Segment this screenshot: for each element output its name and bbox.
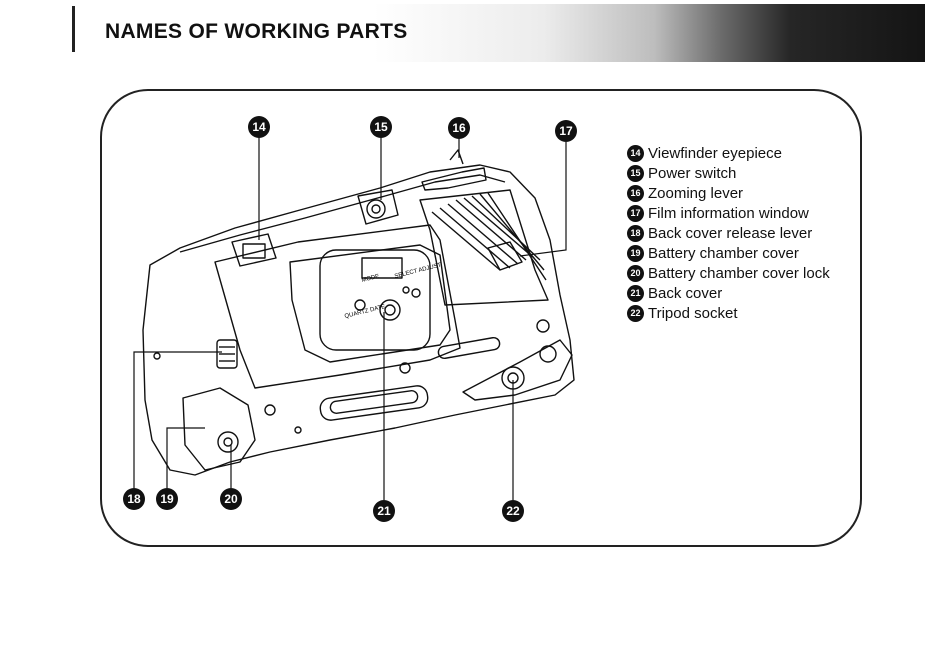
camera-body <box>143 165 574 475</box>
battery-chamber <box>183 388 255 470</box>
leader-18 <box>134 352 222 488</box>
legend-label: Back cover release lever <box>648 225 812 242</box>
callout-18: 18 <box>123 488 145 510</box>
bottom-slot-2 <box>437 337 500 360</box>
legend-badge: 22 <box>627 305 644 322</box>
legend-label: Back cover <box>648 285 722 302</box>
legend-badge: 17 <box>627 205 644 222</box>
leader-19 <box>167 428 205 488</box>
callout-15: 15 <box>370 116 392 138</box>
callout-20: 20 <box>220 488 242 510</box>
legend-label: Power switch <box>648 165 736 182</box>
power-switch <box>358 190 398 224</box>
viewfinder-eyepiece <box>232 234 276 266</box>
select-adjust-label: SELECT ADJUST <box>394 262 442 279</box>
film-info-window <box>488 242 522 270</box>
battery-lock-dial <box>218 432 238 452</box>
legend-label: Tripod socket <box>648 305 737 322</box>
callout-19: 19 <box>156 488 178 510</box>
legend-badge: 18 <box>627 225 644 242</box>
legend-label: Battery chamber cover <box>648 245 799 262</box>
mode-label: MODE <box>361 274 380 284</box>
adjust-button <box>412 289 420 297</box>
legend-label: Zooming lever <box>648 185 743 202</box>
callout-21: 21 <box>373 500 395 522</box>
legend-label: Battery chamber cover lock <box>648 265 830 282</box>
lcd-control-pad <box>320 250 430 350</box>
leader-17 <box>520 142 566 256</box>
legend-badge: 16 <box>627 185 644 202</box>
callout-14: 14 <box>248 116 270 138</box>
legend-badge: 20 <box>627 265 644 282</box>
legend-badge: 15 <box>627 165 644 182</box>
legend-label: Viewfinder eyepiece <box>648 145 782 162</box>
legend-badge: 21 <box>627 285 644 302</box>
tripod-plate <box>463 340 572 400</box>
legend-badge: 19 <box>627 245 644 262</box>
legend-label: Film information window <box>648 205 809 222</box>
callout-22: 22 <box>502 500 524 522</box>
legend-badge: 14 <box>627 145 644 162</box>
callout-17: 17 <box>555 120 577 142</box>
callout-16: 16 <box>448 117 470 139</box>
